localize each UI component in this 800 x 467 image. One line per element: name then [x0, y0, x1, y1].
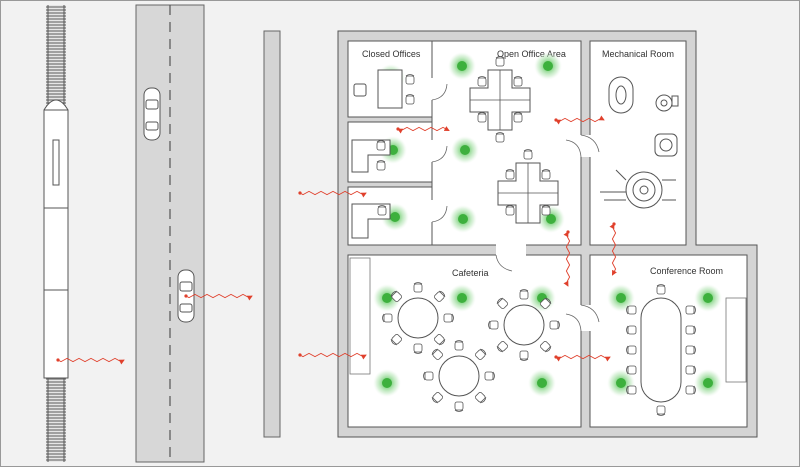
road	[135, 4, 205, 463]
chair-icon	[626, 325, 637, 335]
wave-arrow-icon	[57, 357, 125, 365]
chair-icon	[423, 371, 434, 381]
chair-icon	[685, 385, 696, 395]
chair-icon	[519, 289, 529, 300]
closed-offices-label: Closed Offices	[362, 49, 421, 59]
desk-icon	[351, 203, 391, 239]
workstation-cluster	[469, 56, 531, 143]
wave-arrow-icon	[397, 126, 450, 134]
chair-icon	[626, 345, 637, 355]
cafeteria-label: Cafeteria	[452, 268, 489, 278]
chair-icon	[443, 313, 454, 323]
signal-glow-core	[390, 212, 400, 222]
chair-icon	[488, 320, 499, 330]
chair-icon	[685, 325, 696, 335]
round-table	[488, 289, 560, 361]
wave-arrow-icon	[609, 223, 617, 276]
chair-icon	[685, 365, 696, 375]
signal-glow-core	[457, 61, 467, 71]
chair-icon	[413, 343, 423, 354]
chair-icon	[519, 350, 529, 361]
signal-glow-core	[543, 61, 553, 71]
car-icon	[143, 87, 161, 141]
cafeteria-tables	[382, 282, 560, 412]
chair-icon	[626, 365, 637, 375]
signal-glow-core	[616, 378, 626, 388]
round-table	[382, 282, 454, 354]
signal-paths	[56, 115, 617, 365]
train-icon	[43, 99, 69, 379]
conference-table	[626, 284, 696, 416]
mechanical-equipment	[600, 76, 679, 209]
wave-arrow-icon	[555, 115, 605, 125]
wave-arrow-icon	[185, 293, 253, 301]
conference-room-label: Conference Room	[650, 266, 723, 276]
signal-glow-core	[460, 145, 470, 155]
desk-icon	[351, 139, 391, 173]
wave-arrow-icon	[555, 354, 611, 362]
chair-icon	[549, 320, 560, 330]
signal-glow-core	[382, 378, 392, 388]
chair-icon	[413, 282, 423, 293]
signal-glow-core	[382, 293, 392, 303]
signal-glow-core	[703, 293, 713, 303]
mechanical-room-label: Mechanical Room	[602, 49, 674, 59]
cafeteria	[347, 254, 582, 428]
signal-glow-core	[537, 378, 547, 388]
signal-glow-core	[457, 293, 467, 303]
signal-glow-core	[546, 214, 556, 224]
chair-icon	[454, 401, 464, 412]
chair-icon	[656, 405, 666, 416]
chair-icon	[626, 385, 637, 395]
chair-icon	[656, 284, 666, 295]
signal-glow-core	[703, 378, 713, 388]
signal-glow-core	[458, 214, 468, 224]
round-table	[423, 340, 495, 412]
boundary-wall	[263, 30, 281, 438]
chair-icon	[685, 345, 696, 355]
wave-arrow-icon	[299, 352, 367, 360]
open-office-area-label: Open Office Area	[497, 49, 566, 59]
workstation-cluster	[497, 149, 559, 224]
chair-icon	[484, 371, 495, 381]
chair-icon	[382, 313, 393, 323]
wave-arrow-icon	[299, 190, 367, 198]
chair-icon	[685, 305, 696, 315]
chair-icon	[454, 340, 464, 351]
wave-arrow-icon	[563, 231, 571, 287]
desk-icon	[353, 69, 415, 109]
chair-icon	[626, 305, 637, 315]
signal-glow-core	[616, 293, 626, 303]
